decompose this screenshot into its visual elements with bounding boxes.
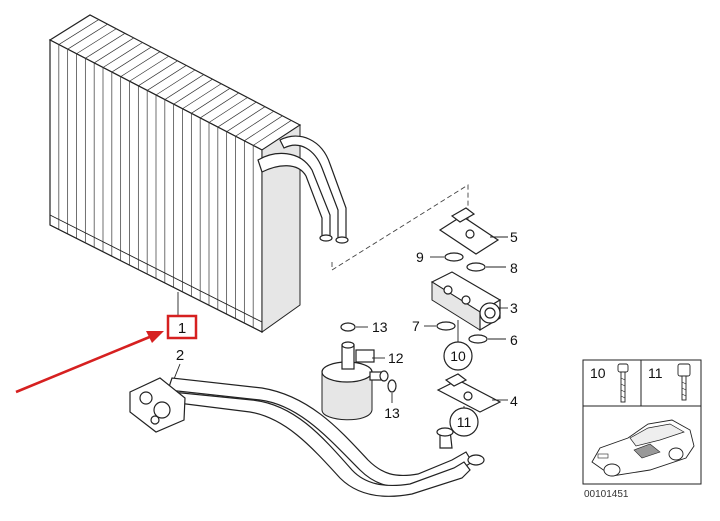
o-ring-7 bbox=[436, 321, 456, 331]
callout-8: 8 bbox=[510, 260, 518, 276]
evaporator-top-fin bbox=[235, 110, 274, 137]
inset-label-10: 10 bbox=[590, 365, 606, 381]
evaporator-top-fin bbox=[93, 37, 134, 64]
callout-4: 4 bbox=[510, 393, 518, 409]
callout-2: 2 bbox=[176, 347, 184, 364]
callout-6: 6 bbox=[510, 332, 518, 348]
callout-10-circle bbox=[443, 341, 473, 371]
evaporator-top-fin bbox=[182, 83, 222, 110]
evaporator-fins bbox=[58, 44, 254, 328]
evaporator-top-fin bbox=[138, 60, 178, 87]
callout-3: 3 bbox=[510, 300, 518, 316]
expansion-valve bbox=[430, 271, 502, 332]
callout-1: 1 bbox=[178, 320, 186, 337]
evaporator-top-fin bbox=[67, 23, 108, 50]
evaporator-top-fin bbox=[155, 69, 196, 96]
receiver-dryer bbox=[321, 341, 389, 421]
callout-11-circle bbox=[449, 407, 479, 437]
callout-13-top: 13 bbox=[372, 319, 388, 335]
o-ring-8 bbox=[466, 262, 486, 272]
inset-panel: 10 11 bbox=[582, 359, 702, 485]
evaporator-pipes bbox=[257, 135, 349, 244]
evaporator-top-fin bbox=[120, 51, 161, 77]
callout-7: 7 bbox=[412, 318, 420, 334]
o-ring-6 bbox=[468, 334, 488, 344]
evaporator-top-fins bbox=[58, 19, 292, 146]
evaporator-top-fin bbox=[191, 88, 231, 114]
evaporator-top-fin bbox=[226, 106, 266, 132]
o-ring-9 bbox=[444, 252, 464, 262]
pipe-flange bbox=[129, 377, 186, 433]
callout-12: 12 bbox=[388, 350, 404, 366]
reference-line bbox=[331, 184, 469, 271]
evaporator-top-fin bbox=[164, 74, 204, 100]
evaporator-core bbox=[48, 14, 302, 333]
bolt-10-icon bbox=[617, 363, 629, 403]
diagram-id: 00101451 bbox=[584, 489, 629, 500]
callout-9: 9 bbox=[416, 249, 424, 265]
evaporator-top-fin bbox=[173, 78, 213, 105]
evaporator-top-fin bbox=[217, 101, 257, 128]
evaporator-top-fin bbox=[146, 65, 187, 91]
o-ring-13-top bbox=[340, 322, 356, 332]
evaporator-top-fin bbox=[85, 33, 126, 59]
evaporator-top-fin bbox=[208, 97, 248, 123]
bolt-11-icon bbox=[677, 363, 691, 401]
callout-1-highlight-box bbox=[166, 314, 198, 340]
evaporator-top-fin bbox=[111, 46, 152, 73]
highlight-arrow bbox=[15, 331, 164, 394]
bracket-4 bbox=[436, 373, 502, 413]
callout-13-bottom: 13 bbox=[384, 405, 400, 421]
callout-11: 11 bbox=[457, 414, 472, 430]
evaporator-top-fin bbox=[244, 115, 283, 142]
callout-5: 5 bbox=[510, 229, 518, 245]
evaporator-top-fin bbox=[252, 120, 292, 146]
inset-label-11: 11 bbox=[648, 365, 663, 381]
bracket-5 bbox=[438, 207, 500, 255]
evaporator-top-fin bbox=[199, 92, 239, 119]
evaporator-top-fin bbox=[102, 42, 143, 68]
refrigerant-pipe bbox=[167, 377, 485, 497]
callout-10: 10 bbox=[450, 348, 466, 364]
car-outline-icon bbox=[591, 419, 695, 477]
evaporator-top-fin bbox=[76, 28, 117, 55]
evaporator-top-fin bbox=[58, 19, 99, 45]
evaporator-top-fin bbox=[129, 55, 169, 82]
o-ring-13-bottom bbox=[387, 379, 397, 393]
